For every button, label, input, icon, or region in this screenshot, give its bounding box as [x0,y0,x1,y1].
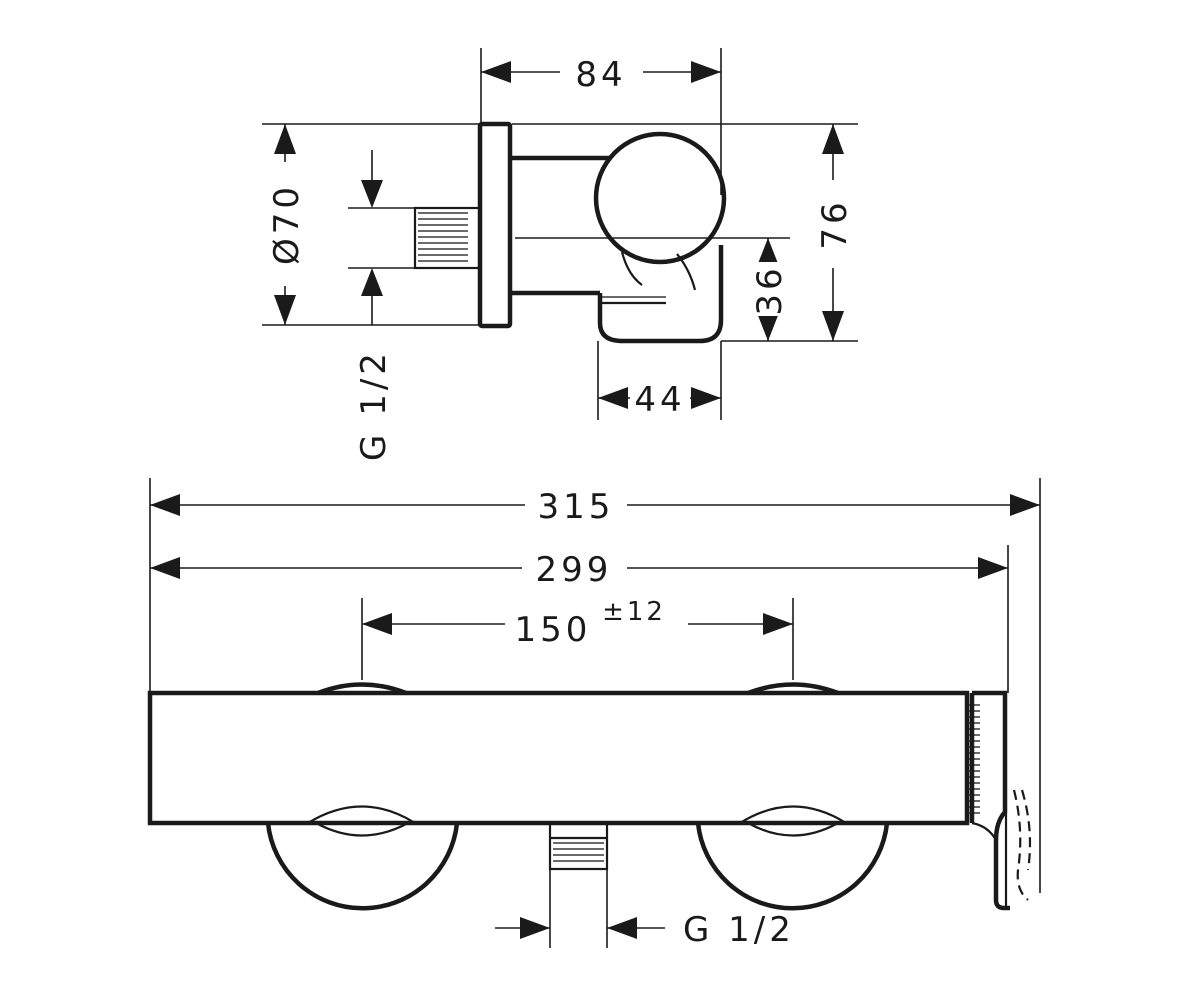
dimension-thread-top: G 1/2 [348,150,415,461]
side-holder [968,690,1032,911]
width-label: 84 [575,55,626,95]
height-label: 76 [815,198,855,249]
dimension-thread-bottom: G 1/2 [495,869,795,950]
dimension-body-length: 299 [150,545,1009,693]
thread-label-top: G 1/2 [354,349,394,461]
offset-label: 36 [750,264,790,315]
dimension-height: 76 [512,123,858,342]
dimension-width: 84 [480,48,722,195]
dimension-diameter: Ø70 [262,123,480,326]
depth-label: 44 [634,380,685,420]
dimension-offset: 36 [750,238,790,341]
overall-length-label: 315 [538,487,615,527]
connector-right-top [747,682,839,696]
front-view: 315 299 150 ±12 [147,478,1041,950]
centers-label: 150 [515,610,592,650]
dimension-overall-length: 315 [149,478,1041,893]
centers-tolerance: ±12 [602,597,666,627]
connector-left-top [317,682,407,696]
body-length-label: 299 [536,550,613,590]
dimension-centers: 150 ±12 [361,597,794,680]
dimension-depth: 44 [597,341,722,420]
mixer-body [147,690,970,826]
thread-label-bottom: G 1/2 [683,910,795,950]
diameter-label: Ø70 [267,183,307,265]
top-view: 84 Ø70 [262,48,858,461]
wall-plate [477,121,513,329]
holder-body [510,131,727,344]
flange-right [695,805,890,911]
thread-connector [413,206,482,270]
flange-left [265,805,460,911]
outlet-thread [548,821,609,871]
